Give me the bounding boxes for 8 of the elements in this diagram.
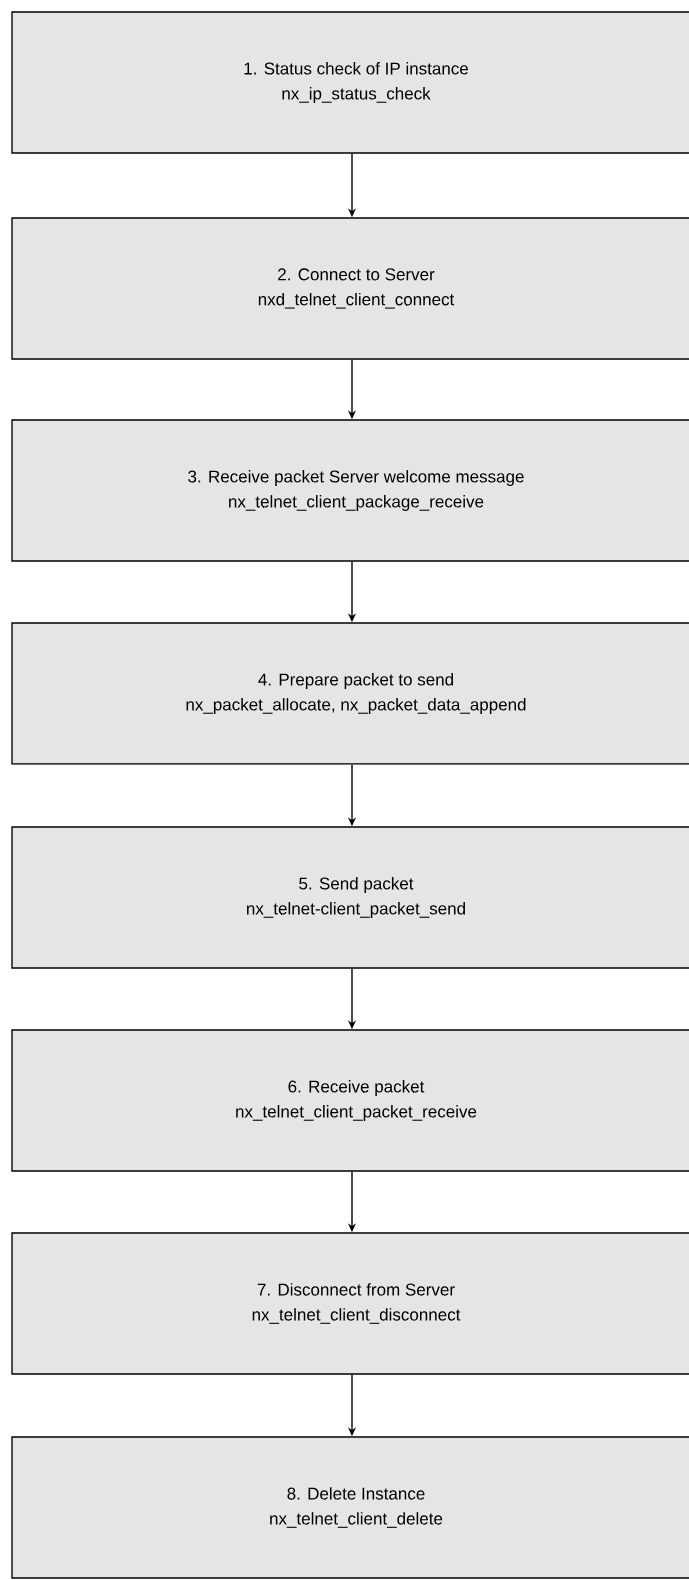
process-box: 4. Prepare packet to send nx_packet_allocate, nx_packet_data_append bbox=[11, 622, 689, 765]
process-box: 7. Disconnect from Server nx_telnet_client_disconnect bbox=[11, 1232, 689, 1375]
process-box: 3. Receive packet Server welcome message nx_telnet_client_package_receive bbox=[11, 419, 689, 562]
process-box: 6. Receive packet nx_telnet_client_packet_receive bbox=[11, 1029, 689, 1172]
process-box: 1. Status check of IP instance nx_ip_status_check bbox=[11, 11, 689, 154]
process-box: 5. Send packet nx_telnet-client_packet_send bbox=[11, 826, 689, 969]
process-box: 8. Delete Instance nx_telnet_client_delete bbox=[11, 1436, 689, 1579]
process-box: 2. Connect to Server nxd_telnet_client_connect bbox=[11, 217, 689, 360]
